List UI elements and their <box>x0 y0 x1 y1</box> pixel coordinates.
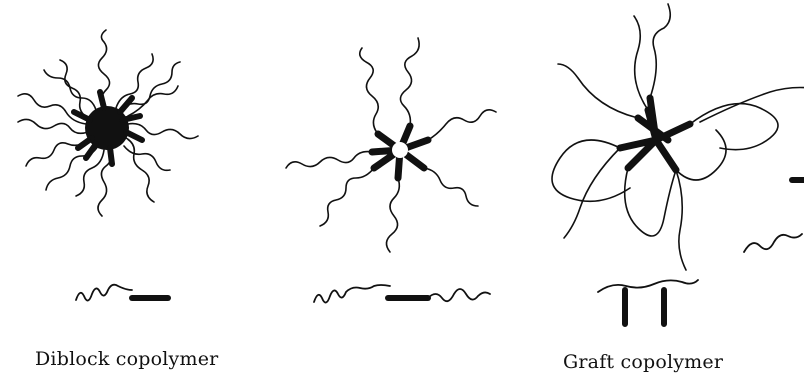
triblock-arm <box>286 152 372 168</box>
graft-chain-model <box>598 280 698 292</box>
graft-micelle <box>552 4 804 270</box>
graft-loop <box>634 4 670 110</box>
diblock-arm <box>126 138 154 202</box>
diblock-micelle <box>18 30 198 216</box>
triblock-arm <box>424 168 478 206</box>
triblock-micelle <box>286 38 496 252</box>
triblock-arm <box>428 110 496 140</box>
graft-arm <box>676 170 686 270</box>
diblock-arm <box>124 146 170 170</box>
diblock-arm <box>44 70 96 110</box>
triblock-arm <box>320 168 374 226</box>
graft-loop <box>676 104 778 180</box>
graft-arm <box>564 148 620 238</box>
graft-loop <box>625 168 676 236</box>
graft-micelle-core <box>620 98 690 170</box>
triblock-arm <box>386 178 399 252</box>
graft-chain-partial <box>744 234 802 252</box>
diblock-chain-model <box>76 285 132 301</box>
triblock-chain-model <box>314 285 390 303</box>
diblock-caption: Diblock copolymer <box>35 348 218 370</box>
single-chain-models <box>76 180 804 324</box>
graft-caption: Graft copolymer <box>563 351 723 373</box>
triblock-arm <box>360 48 379 134</box>
triblock-arm <box>400 38 419 126</box>
diblock-arm <box>26 140 90 166</box>
